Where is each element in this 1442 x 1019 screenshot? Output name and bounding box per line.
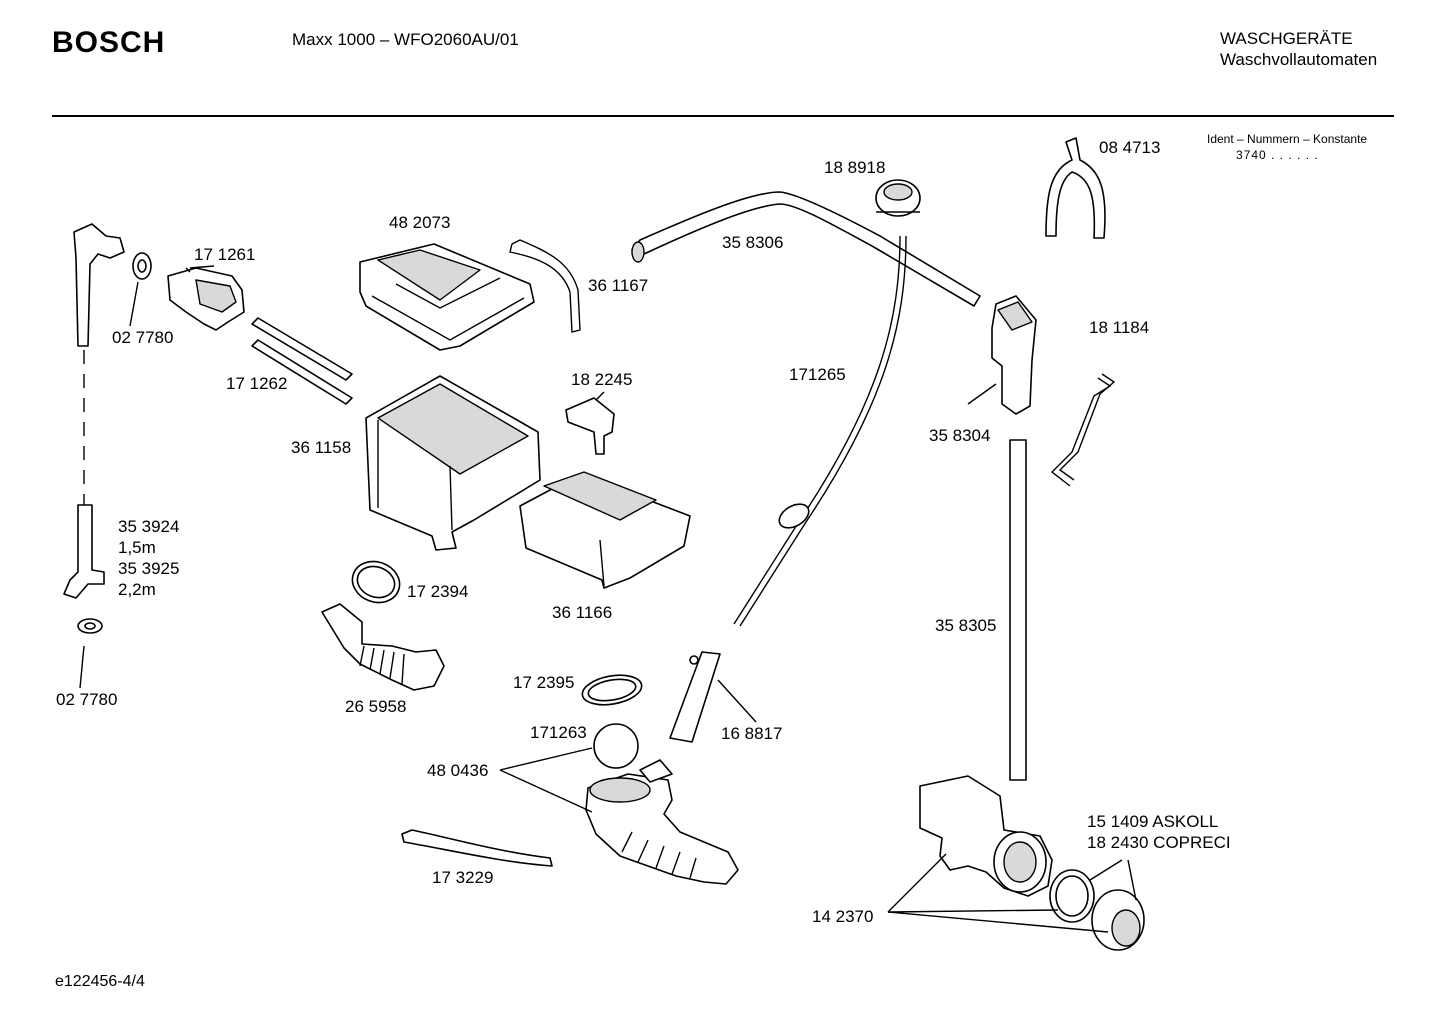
- drain-hose-drawing: [1009, 439, 1027, 781]
- category-subtitle: Waschvollautomaten: [1220, 50, 1378, 69]
- part-label-027780-bottom: 02 7780: [56, 690, 118, 709]
- ball-valve-drawing: [593, 723, 639, 769]
- part-label-358305: 35 8305: [935, 616, 997, 635]
- hose-hook-drawing: [1045, 137, 1106, 239]
- part-label-length-2-2m: 2,2m: [118, 580, 156, 599]
- part-label-171262: 17 1262: [226, 374, 288, 393]
- part-label-265958: 26 5958: [345, 697, 407, 716]
- part-label-142370: 14 2370: [812, 907, 874, 926]
- category-title: WASCHGERÄTE: [1220, 29, 1353, 48]
- vent-hose-drawing: [401, 829, 553, 867]
- drain-pipe-drawing: [631, 191, 981, 307]
- o-ring-drawing: [581, 674, 643, 706]
- part-label-182430: 18 2430 COPRECI: [1087, 833, 1231, 852]
- ident-title: Ident – Nummern – Konstante: [1207, 132, 1368, 146]
- detergent-drawer-drawing: [519, 471, 691, 589]
- part-label-171261: 17 1261: [194, 245, 256, 264]
- part-label-361166: 36 1166: [552, 603, 613, 622]
- part-label-361167: 36 1167: [588, 276, 649, 295]
- part-label-172395: 17 2395: [513, 673, 575, 692]
- part-label-151409: 15 1409 ASKOLL: [1087, 812, 1219, 831]
- part-label-171265: 171265: [789, 365, 846, 384]
- small-hose-drawing: [509, 239, 581, 333]
- o-ring-drawing: [351, 560, 401, 604]
- pressure-tube-drawing: [733, 235, 907, 627]
- leader-lines: [185, 267, 1137, 933]
- tube-pair-drawing: [251, 317, 353, 405]
- dispenser-housing-drawing: [365, 375, 541, 551]
- drain-elbow-drawing: [991, 295, 1037, 415]
- inlet-valve-drawing: [167, 265, 245, 331]
- dispenser-cover-drawing: [359, 243, 535, 351]
- drain-pump-drawing: [919, 775, 1053, 897]
- part-label-353925: 35 3925: [118, 559, 180, 578]
- part-label-188918: 18 8918: [824, 158, 886, 177]
- part-label-084713: 08 4713: [1099, 138, 1161, 157]
- filter-drawing: [1049, 869, 1145, 951]
- part-label-358306: 35 8306: [722, 233, 784, 252]
- wire-bracket-drawing: [1050, 373, 1116, 487]
- model-title: Maxx 1000 – WFO2060AU/01: [292, 30, 519, 49]
- part-label-027780-top: 02 7780: [112, 328, 174, 347]
- bellows-hose-drawing: [321, 603, 445, 691]
- part-label-168817: 16 8817: [721, 724, 783, 743]
- pressure-sensor-drawing: [875, 179, 921, 217]
- air-chamber-drawing: [669, 651, 757, 743]
- part-label-358304: 35 8304: [929, 426, 991, 445]
- part-label-353924: 35 3924: [118, 517, 180, 536]
- part-label-length-1-5m: 1,5m: [118, 538, 156, 557]
- part-label-361158: 36 1158: [291, 438, 352, 457]
- drawing-id: e122456-4/4: [55, 973, 145, 990]
- part-label-480436: 48 0436: [427, 761, 489, 780]
- part-label-173229: 17 3229: [432, 868, 494, 887]
- part-label-482073: 48 2073: [389, 213, 451, 232]
- header-rule: [52, 115, 1394, 117]
- part-label-171263: 171263: [530, 723, 587, 742]
- inlet-hose-drawing: [63, 223, 125, 689]
- brand-logo: BOSCH: [52, 26, 166, 59]
- part-label-182245: 18 2245: [571, 370, 633, 389]
- seal-ring-drawing: [129, 252, 152, 327]
- clip-part-drawing: [565, 391, 615, 455]
- ident-value: 3740 . . . . . .: [1236, 148, 1319, 162]
- sump-hose-drawing: [499, 747, 739, 885]
- part-label-172394: 17 2394: [407, 582, 469, 601]
- part-label-181184: 18 1184: [1089, 318, 1150, 337]
